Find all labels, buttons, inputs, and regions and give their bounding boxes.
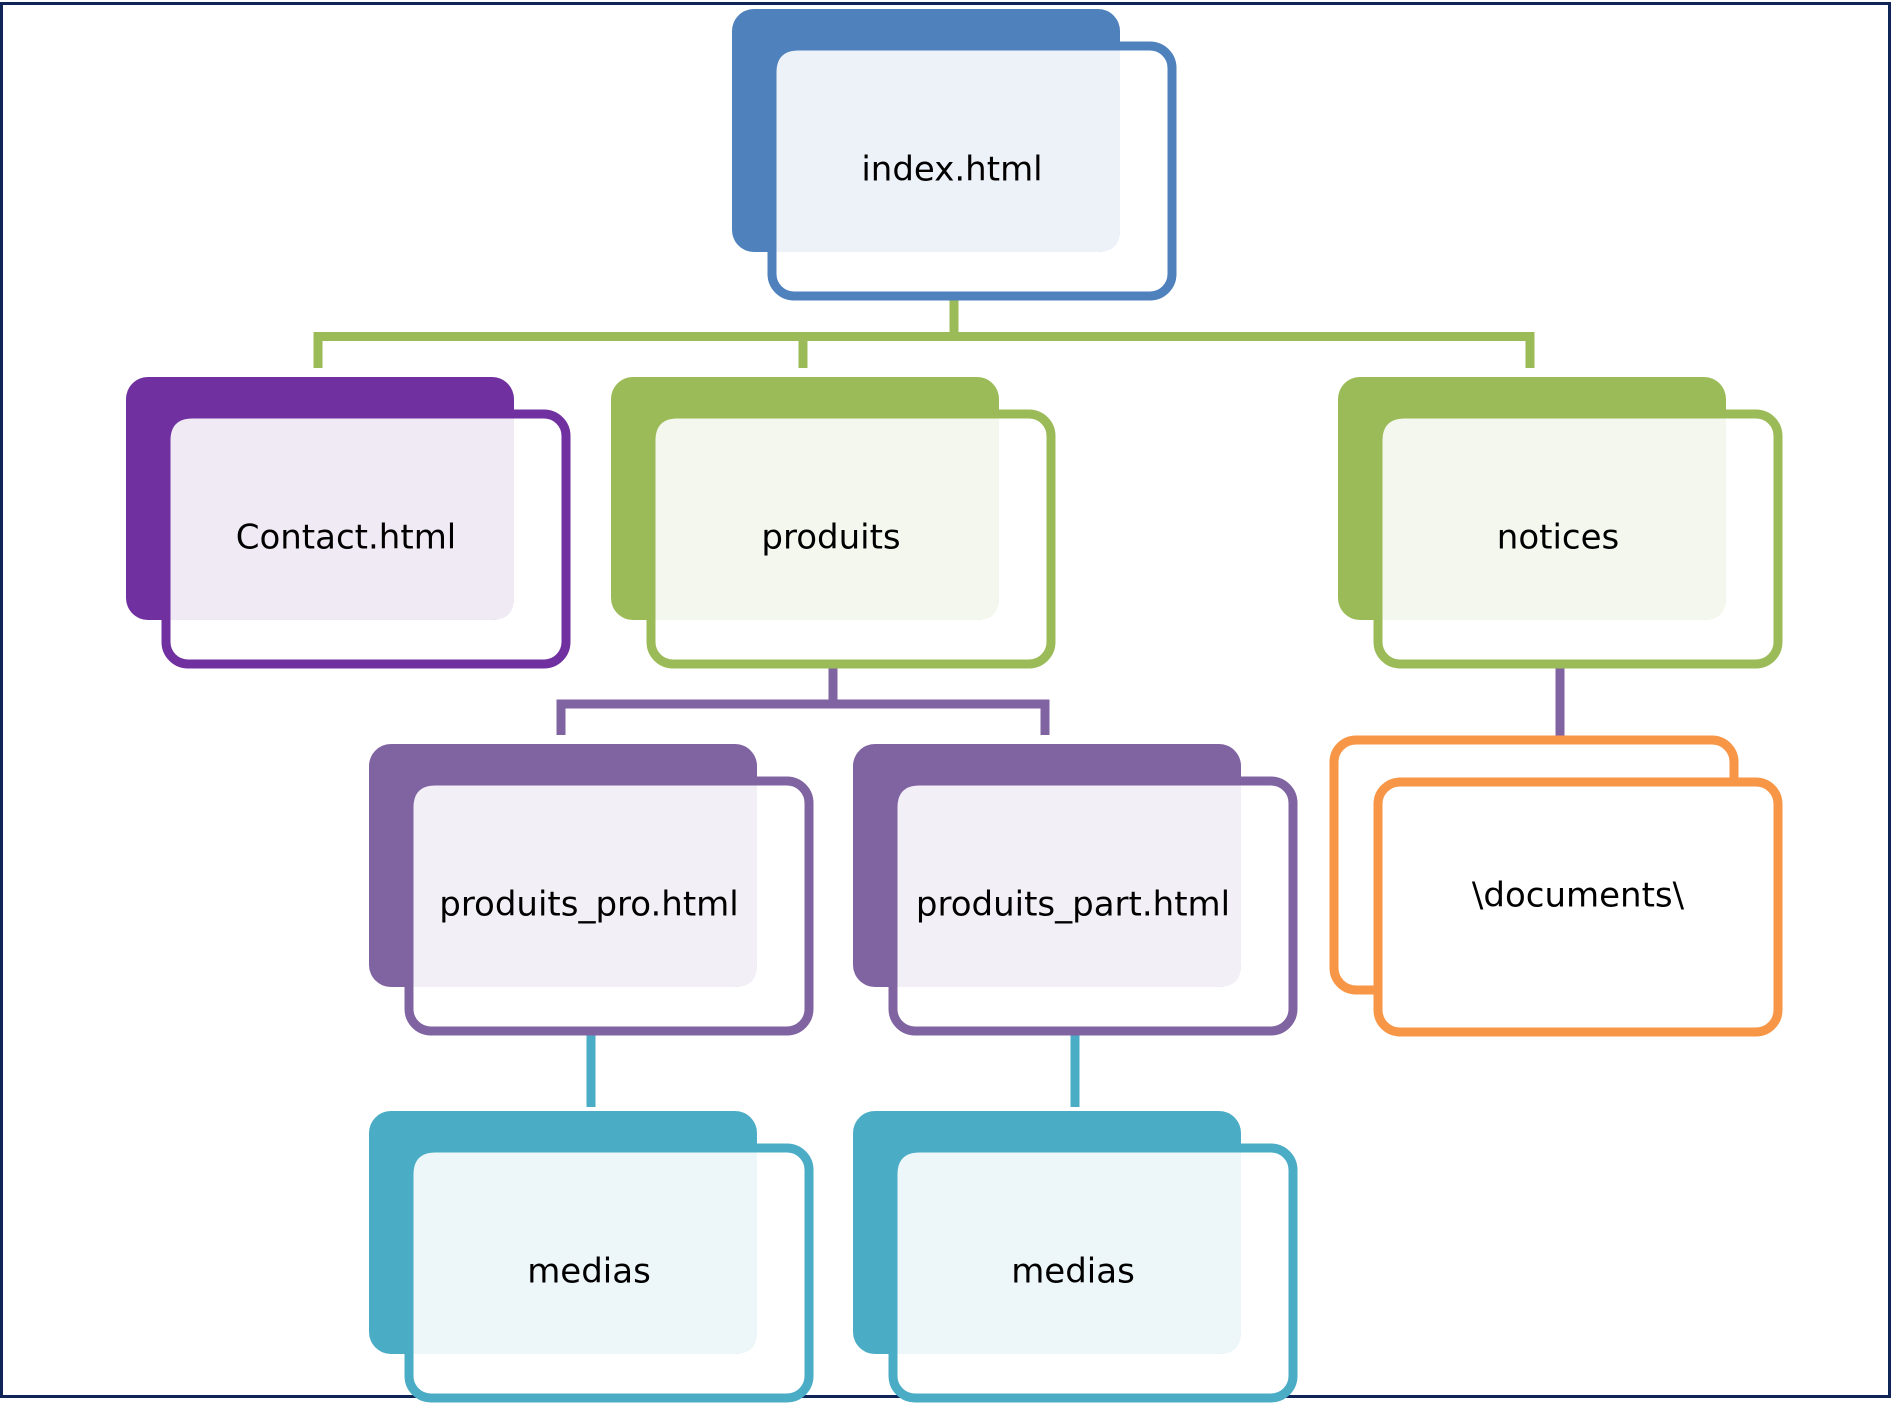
node-label: Contact.html (236, 518, 457, 558)
node-tint-panel (1382, 418, 1726, 620)
node-label: medias (527, 1252, 651, 1292)
node-label: produits_pro.html (439, 885, 739, 925)
node-label: notices (1497, 518, 1619, 558)
node-produits: produits (611, 377, 1056, 669)
node-medias_part: medias (853, 1111, 1298, 1403)
node-documents: \documents\ (1329, 735, 1783, 1037)
node-contact: Contact.html (126, 377, 571, 669)
node-label: medias (1011, 1252, 1135, 1292)
node-tint-panel (776, 50, 1120, 252)
node-medias_pro: medias (369, 1111, 814, 1403)
node-tint-panel (413, 785, 757, 987)
node-label: \documents\ (1472, 876, 1685, 916)
node-label: produits (761, 518, 900, 558)
node-tint-panel (897, 1152, 1241, 1354)
node-tint-panel (897, 785, 1241, 987)
node-produits_part: produits_part.html (853, 744, 1298, 1036)
node-produits_pro: produits_pro.html (369, 744, 814, 1036)
node-front-card (1373, 777, 1783, 1037)
node-label: index.html (861, 150, 1042, 190)
node-tint-panel (655, 418, 999, 620)
node-label: produits_part.html (916, 885, 1230, 925)
node-notices: notices (1338, 377, 1783, 669)
node-index: index.html (732, 9, 1177, 301)
node-tint-panel (413, 1152, 757, 1354)
node-tint-panel (170, 418, 514, 620)
